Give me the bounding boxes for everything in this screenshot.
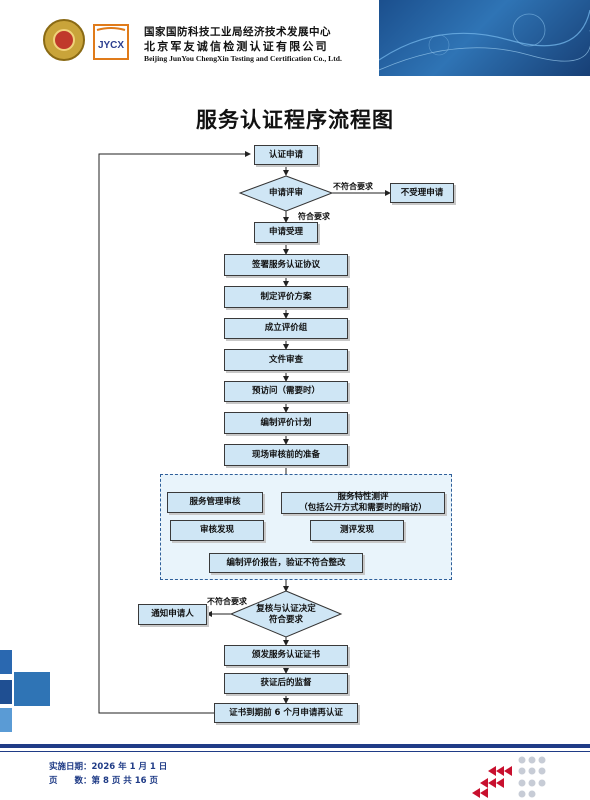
decision-label: 复核与认证决定 符合要求 (241, 604, 331, 627)
team-box: 成立评价组 (224, 318, 348, 339)
org-name-cn-1: 国家国防科技工业局经济技术发展中心 (144, 26, 331, 38)
prep-box: 现场审核前的准备 (224, 444, 348, 466)
org-name-en: Beijing JunYou ChengXin Testing and Cert… (144, 54, 342, 63)
page-title: 服务认证程序流程图 (196, 108, 394, 132)
header-banner-image (379, 0, 590, 76)
jycx-logo: JYCX (93, 24, 129, 60)
mgmt-audit-box: 服务管理审核 (167, 492, 263, 513)
not-meet-label-1: 不符合要求 (333, 182, 373, 191)
supervision-box: 获证后的监督 (224, 673, 348, 694)
trait-test-line-1: 服务特性测评 (337, 492, 389, 503)
decision-line-2: 符合要求 (268, 615, 303, 626)
not-meet-label-2: 不符合要求 (207, 597, 247, 606)
trait-test-box: 服务特性测评 （包括公开方式和需要时的暗访） (281, 492, 445, 514)
national-emblem-logo (43, 19, 85, 61)
arrow-dots-decoration (472, 756, 546, 798)
apply-box: 认证申请 (254, 145, 318, 165)
report-box: 编制评价报告，验证不符合整改 (209, 553, 363, 573)
test-findings-box: 测评发现 (310, 520, 404, 541)
accept-box: 申请受理 (254, 222, 318, 243)
footer-rule (0, 744, 590, 748)
footer-rule-thin (0, 751, 590, 752)
review-diamond (238, 175, 334, 212)
decorative-blocks (0, 650, 50, 732)
svg-text:JYCX: JYCX (98, 40, 124, 51)
meet-label-1: 符合要求 (298, 212, 330, 221)
eval-plan-box: 编制评价计划 (224, 412, 348, 434)
page-count: 页 数：第 8 页 共 16 页 (49, 776, 159, 786)
effective-date: 实施日期：2026 年 1 月 1 日 (49, 762, 168, 772)
decision-line-1: 复核与认证决定 (256, 604, 316, 614)
renewal-box: 证书到期前 6 个月申请再认证 (214, 703, 358, 723)
review-label: 申请评审 (268, 188, 303, 198)
doc-review-box: 文件审查 (224, 349, 348, 371)
sign-box: 签署服务认证协议 (224, 254, 348, 276)
previsit-box: 预访问（需要时） (224, 381, 348, 402)
issue-cert-box: 颁发服务认证证书 (224, 645, 348, 666)
trait-test-line-2: （包括公开方式和需要时的暗访） (299, 503, 427, 513)
org-name-cn-2: 北京军友诚信检测认证有限公司 (144, 40, 329, 53)
plan-box: 制定评价方案 (224, 286, 348, 308)
decision-diamond (229, 590, 343, 638)
audit-findings-box: 审核发现 (170, 520, 264, 541)
notify-box: 通知申请人 (138, 604, 207, 625)
reject-box: 不受理申请 (390, 183, 454, 203)
